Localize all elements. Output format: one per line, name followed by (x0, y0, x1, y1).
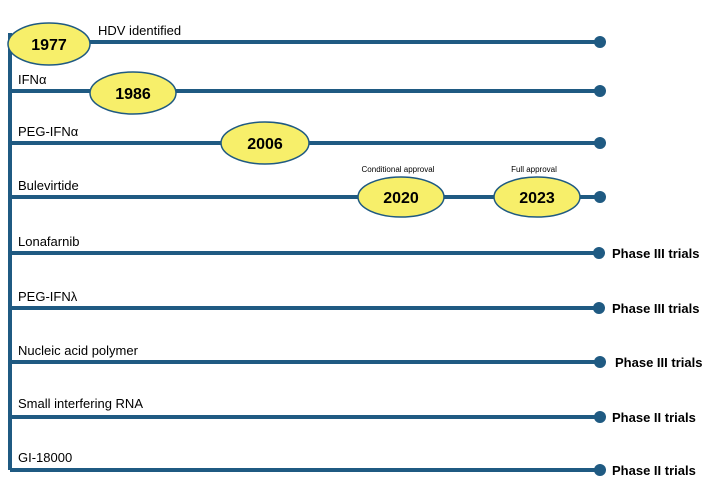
trial-status: Phase II trials (612, 410, 696, 425)
trial-status: Phase III trials (612, 246, 699, 261)
timeline-end-dot (594, 137, 606, 149)
timeline-end-dot (594, 464, 606, 476)
year-bubble (220, 121, 310, 165)
year-label: 1977 (31, 37, 67, 54)
year-label: 2006 (247, 136, 283, 153)
year-bubble (7, 22, 91, 66)
row-labels: HDV identifiedIFNαPEG-IFNαBulevirtideLon… (18, 23, 702, 478)
row-label: Small interfering RNA (18, 396, 143, 411)
milestone-bubbles: 1977 1986 2006 2020 Conditional approval 2023… (7, 22, 581, 218)
trial-status: Phase III trials (612, 301, 699, 316)
year-label: 2023 (519, 190, 555, 207)
row-label: Bulevirtide (18, 178, 79, 193)
timeline-end-dot (594, 356, 606, 368)
row-label: PEG-IFNα (18, 124, 79, 139)
trial-status: Phase II trials (612, 463, 696, 478)
row-label: Lonafarnib (18, 234, 79, 249)
row-label: Nucleic acid polymer (18, 343, 139, 358)
milestone-note: Full approval (511, 165, 557, 174)
row-label: HDV identified (98, 23, 181, 38)
row-label: IFNα (18, 72, 47, 87)
year-label: 1986 (115, 86, 151, 103)
milestone-note: Conditional approval (362, 165, 435, 174)
timeline-end-dot (594, 411, 606, 423)
year-bubble (357, 176, 445, 218)
year-bubble (493, 176, 581, 218)
year-label: 2020 (383, 190, 419, 207)
timeline-end-dot (594, 36, 606, 48)
timeline-end-dot (594, 85, 606, 97)
row-label: PEG-IFNλ (18, 289, 78, 304)
year-bubble (89, 71, 177, 115)
timeline-end-dot (594, 191, 606, 203)
timeline-end-dot (593, 247, 605, 259)
trial-status: Phase III trials (615, 355, 702, 370)
timeline-end-dot (593, 302, 605, 314)
row-label: GI-18000 (18, 450, 72, 465)
